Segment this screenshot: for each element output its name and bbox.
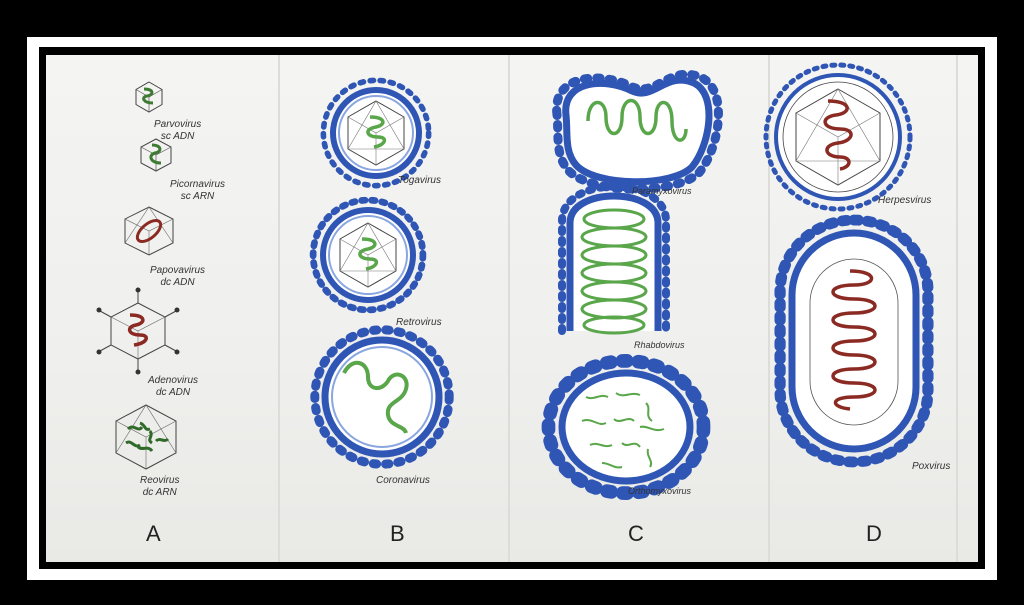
parvovirus-drawing xyxy=(136,82,162,112)
herpesvirus-label: Herpesvirus xyxy=(878,195,931,207)
poxvirus-drawing xyxy=(780,220,928,462)
virus-name: Retrovirus xyxy=(396,317,442,329)
poxvirus-label: Poxvirus xyxy=(912,461,950,473)
parvovirus-label: Parvovirus sc ADN xyxy=(154,119,201,143)
column-letter-a: A xyxy=(146,521,161,547)
reovirus-label: Reovirus dc ARN xyxy=(140,475,179,499)
coronavirus-drawing xyxy=(315,330,449,464)
rhabdovirus-label: Rhabdovirus xyxy=(634,339,685,351)
retrovirus-drawing xyxy=(313,200,423,310)
column-letter-d: D xyxy=(866,521,882,547)
togavirus-label: Togavirus xyxy=(398,175,441,187)
rhabdovirus-drawing xyxy=(562,187,666,334)
virus-genome: sc ARN xyxy=(170,191,225,203)
virus-genome: sc ADN xyxy=(154,131,201,143)
picornavirus-drawing xyxy=(141,139,171,171)
picornavirus-label: Picornavirus sc ARN xyxy=(170,179,225,203)
virus-name: Herpesvirus xyxy=(878,195,931,207)
adenovirus-label: Adenovirus dc ADN xyxy=(148,375,198,399)
virus-genome: dc ARN xyxy=(140,487,179,499)
virus-name: Papovavirus xyxy=(150,265,205,277)
togavirus-drawing xyxy=(323,80,428,185)
virus-name: Paramyxovirus xyxy=(632,185,692,197)
retrovirus-label: Retrovirus xyxy=(396,317,442,329)
virus-name: Rhabdovirus xyxy=(634,339,685,351)
virus-diagram-plate: Parvovirus sc ADN Picornavirus sc ARN Pa… xyxy=(46,55,978,562)
column-letter-c: C xyxy=(628,521,644,547)
virus-name: Picornavirus xyxy=(170,179,225,191)
herpesvirus-drawing xyxy=(766,65,910,209)
virus-name: Parvovirus xyxy=(154,119,201,131)
virus-genome: dc ADN xyxy=(150,277,205,289)
orthomyxovirus-label: Orthomyxovirus xyxy=(628,485,691,497)
papovavirus-drawing xyxy=(125,207,173,255)
reovirus-drawing xyxy=(116,405,176,469)
adenovirus-drawing xyxy=(97,288,180,375)
virus-name: Orthomyxovirus xyxy=(628,485,691,497)
coronavirus-label: Coronavirus xyxy=(376,475,430,487)
virus-name: Adenovirus xyxy=(148,375,198,387)
virus-name: Coronavirus xyxy=(376,475,430,487)
virus-name: Togavirus xyxy=(398,175,441,187)
paramyxovirus-label: Paramyxovirus xyxy=(632,185,692,197)
orthomyxovirus-drawing xyxy=(548,361,703,493)
papovavirus-label: Papovavirus dc ADN xyxy=(150,265,205,289)
virus-genome: dc ADN xyxy=(148,387,198,399)
virus-name: Reovirus xyxy=(140,475,179,487)
virus-name: Poxvirus xyxy=(912,461,950,473)
column-letter-b: B xyxy=(390,521,405,547)
paramyxovirus-drawing xyxy=(557,74,719,189)
